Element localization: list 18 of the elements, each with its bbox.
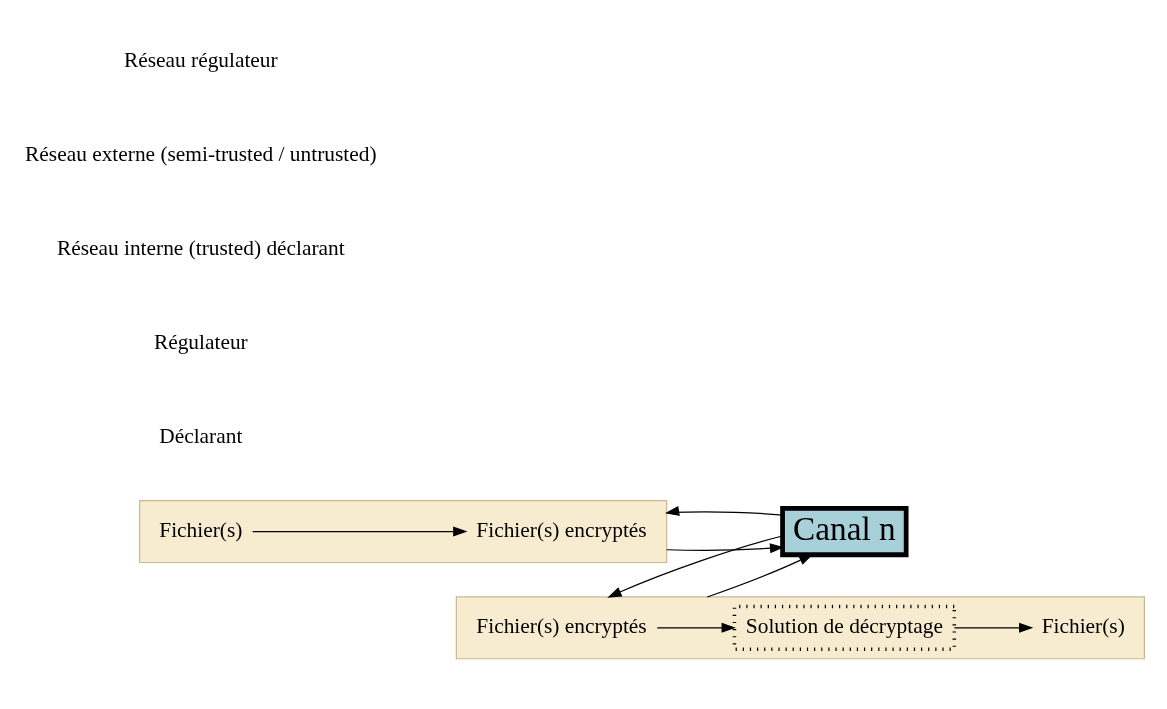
- label: Régulateur: [153, 330, 248, 355]
- node-box: Canal n: [780, 506, 909, 558]
- node-text: Fichier(s): [1041, 614, 1125, 639]
- node-text: Fichier(s): [159, 517, 243, 542]
- label: Réseau régulateur: [123, 48, 278, 73]
- node-text: Fichier(s) encryptés: [476, 517, 647, 542]
- label: Réseau interne (trusted) déclarant: [56, 236, 345, 261]
- arrow: [607, 535, 783, 598]
- node-box: Solution de décryptage: [732, 604, 957, 651]
- label: Réseau externe (semi-trusted / untrusted): [25, 142, 377, 167]
- cluster: [139, 500, 668, 564]
- arrow: [252, 526, 468, 537]
- label: Déclarant: [159, 423, 243, 448]
- cluster: [455, 596, 1146, 660]
- arrow: [953, 622, 1034, 633]
- arrow: [664, 506, 784, 516]
- node-text: Fichier(s) encryptés: [476, 614, 647, 639]
- arrow: [656, 622, 736, 633]
